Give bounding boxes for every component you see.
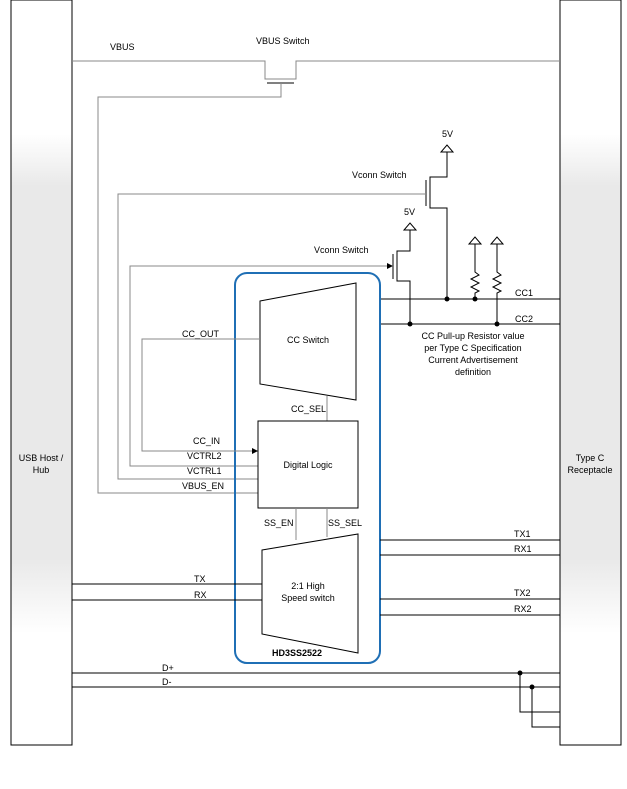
type-c-block: Type C Receptacle	[559, 0, 622, 746]
type-c-label-2: Receptacle	[567, 465, 612, 475]
connector-ss-lines: TX1 RX1 TX2 RX2	[380, 529, 560, 616]
cc1-label: CC1	[515, 288, 533, 298]
chip-label: HD3SS2522	[272, 648, 322, 658]
cc-lines: CC1 CC2 CC Pull-up Resistor value per Ty…	[380, 288, 560, 377]
ss-sel-label: SS_SEL	[328, 518, 362, 528]
supply-1-label: 5V	[442, 129, 453, 139]
vconn-switch-1: Vconn Switch 5V	[117, 129, 455, 480]
supply-2-arrow	[402, 222, 418, 231]
vbus-label: VBUS	[110, 42, 135, 52]
digital-logic-label: Digital Logic	[283, 460, 333, 470]
cc2-label: CC2	[515, 314, 533, 324]
d-plus-label: D+	[162, 663, 174, 673]
vbus-en-label: VBUS_EN	[182, 481, 224, 491]
pullup-note-2: per Type C Specification	[424, 343, 521, 353]
rx2-label: RX2	[514, 604, 532, 614]
usb-host-block: USB Host / Hub	[10, 0, 73, 746]
hs-switch-label-1: 2:1 High	[291, 581, 325, 591]
cc-sel-label: CC_SEL	[291, 404, 326, 414]
pullup-note-4: definition	[455, 367, 491, 377]
digital-logic-block: Digital Logic	[257, 420, 359, 509]
supply-2-label: 5V	[404, 207, 415, 217]
cc-in-label: CC_IN	[193, 436, 220, 446]
pullup-resistors	[467, 236, 505, 324]
rx1-label: RX1	[514, 544, 532, 554]
tx-label: TX	[194, 574, 206, 584]
cc-switch-block: CC Switch	[259, 282, 357, 401]
vconn-switch-1-label: Vconn Switch	[352, 170, 407, 180]
vctrl1-label: VCTRL1	[187, 466, 222, 476]
d-minus-label: D-	[162, 677, 172, 687]
ss-en-label: SS_EN	[264, 518, 294, 528]
cc-out-label: CC_OUT	[182, 329, 220, 339]
pullup-note-3: Current Advertisement	[428, 355, 518, 365]
tx2-label: TX2	[514, 588, 531, 598]
usb-host-label-1: USB Host /	[19, 453, 64, 463]
vctrl2-label: VCTRL2	[187, 451, 222, 461]
rx-label: RX	[194, 590, 207, 600]
hs-switch-block: 2:1 High Speed switch	[261, 533, 359, 654]
cc-switch-label: CC Switch	[287, 335, 329, 345]
chip-boundary	[234, 272, 381, 664]
vconn-switch-2-label: Vconn Switch	[314, 245, 369, 255]
usb2-lines: D+ D-	[72, 663, 560, 728]
supply-1-arrow	[439, 144, 455, 153]
vconn-2-gate-arrow	[387, 263, 393, 269]
hs-switch-label-2: Speed switch	[281, 593, 335, 603]
host-ss-lines: TX RX	[72, 574, 262, 601]
cc-out-in-path: CC_OUT CC_IN	[141, 329, 260, 454]
pullup-note-1: CC Pull-up Resistor value	[421, 331, 524, 341]
type-c-label-1: Type C	[576, 453, 605, 463]
vbus-path: VBUS VBUS Switch	[72, 36, 560, 494]
vconn-switch-2: Vconn Switch 5V	[129, 207, 418, 467]
tx1-label: TX1	[514, 529, 531, 539]
usb-host-label-2: Hub	[33, 465, 50, 475]
vbus-switch-label: VBUS Switch	[256, 36, 310, 46]
